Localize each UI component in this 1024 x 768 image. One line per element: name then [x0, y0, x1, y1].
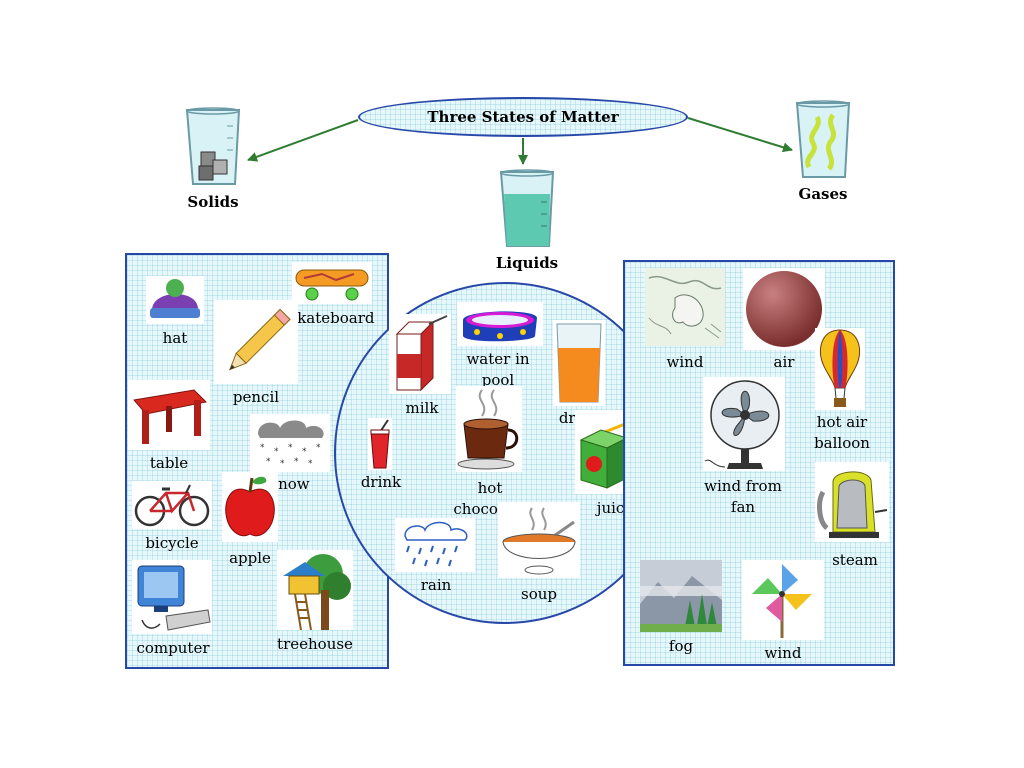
wind-from-fan-label: wind from fan	[704, 477, 782, 516]
hot-air-balloon-label: hot air balloon	[814, 413, 870, 452]
diagram-title: Three States of Matter	[427, 108, 619, 126]
soup-icon	[498, 502, 580, 578]
computer-label: computer	[136, 639, 210, 657]
snow-icon: ***** ****	[250, 414, 330, 472]
air-label: air	[773, 353, 795, 371]
hat-icon	[146, 276, 204, 324]
pinwheel-icon	[742, 560, 824, 640]
skateboard-label: skateboard	[289, 309, 375, 327]
svg-text:*: *	[280, 459, 285, 469]
arrow-to-solids	[247, 119, 359, 162]
table-icon	[128, 380, 210, 450]
wind-map-label: wind	[666, 353, 704, 371]
title-oval: Three States of Matter	[358, 97, 688, 137]
skateboard-icon	[292, 262, 372, 304]
solids-label: Solids	[187, 193, 239, 211]
hot-air-balloon-icon	[815, 328, 865, 410]
fog-icon	[640, 560, 722, 632]
fan-icon	[703, 377, 785, 471]
steam-label: steam	[832, 551, 878, 569]
air-ball-icon	[743, 268, 825, 350]
gases-beaker-icon	[793, 97, 853, 181]
rain-icon	[395, 518, 475, 572]
milk-icon	[389, 314, 451, 394]
drink-cup-label: drink	[360, 473, 402, 491]
apple-icon	[222, 472, 278, 542]
milk-label: milk	[405, 399, 439, 417]
bicycle-label: bicycle	[145, 534, 199, 552]
water-in-pool-label: water in pool	[466, 350, 530, 389]
apple-label: apple	[229, 549, 271, 567]
pencil-icon	[214, 300, 298, 384]
wind-map-icon	[645, 268, 725, 346]
bicycle-icon	[132, 481, 212, 529]
liquids-label: Liquids	[495, 254, 559, 272]
svg-text:*: *	[274, 447, 279, 457]
arrow-to-gases	[687, 117, 793, 153]
steam-iron-icon	[815, 462, 889, 542]
treehouse-label: treehouse	[277, 635, 353, 653]
solids-beaker-icon	[183, 104, 243, 188]
gases-label: Gases	[798, 185, 848, 203]
liquids-beaker-icon	[497, 166, 557, 250]
drink-glass-icon	[553, 320, 605, 406]
hat-label: hat	[162, 329, 188, 347]
treehouse-icon	[277, 550, 353, 630]
water-pool-icon	[457, 302, 543, 346]
computer-icon	[132, 560, 212, 634]
soup-label: soup	[521, 585, 557, 603]
svg-text:*: *	[316, 443, 321, 453]
svg-text:*: *	[266, 457, 271, 467]
pencil-label: pencil	[232, 388, 280, 406]
svg-text:*: *	[302, 447, 307, 457]
snow-label: snow	[270, 475, 310, 493]
hot-chocolate-icon	[456, 386, 522, 472]
rain-label: rain	[420, 576, 452, 594]
wind-pinwheel-label: wind	[764, 644, 802, 662]
svg-text:*: *	[308, 459, 313, 469]
drink-cup-icon	[368, 418, 392, 470]
svg-text:*: *	[288, 443, 293, 453]
table-label: table	[149, 454, 189, 472]
svg-text:*: *	[294, 457, 299, 467]
fog-label: fog	[668, 637, 694, 655]
svg-text:*: *	[260, 443, 265, 453]
